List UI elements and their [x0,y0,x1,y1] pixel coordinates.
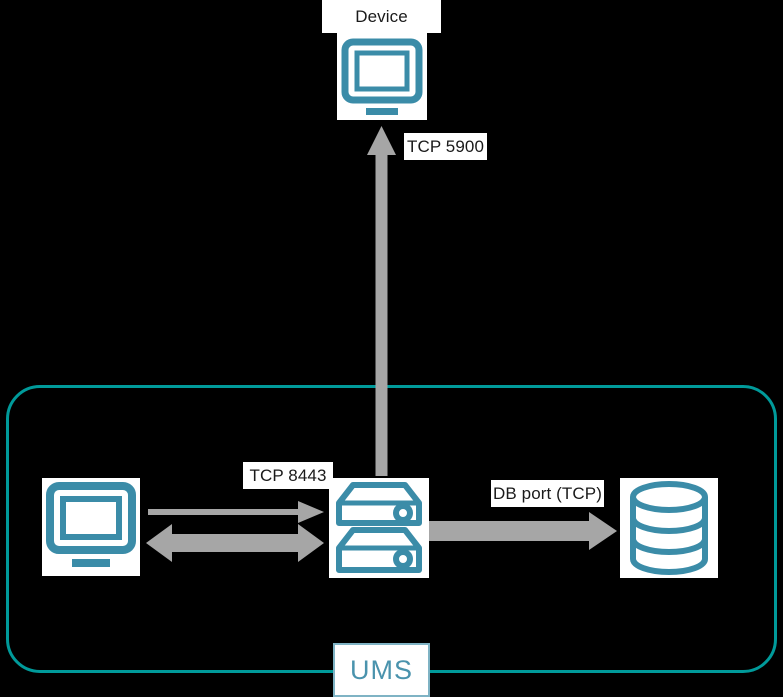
client-monitor-icon [42,478,140,576]
client-server-thin-arrow [148,501,324,523]
tcp-5900-label: TCP 5900 [404,133,487,160]
database-icon [620,478,718,578]
client-server-double-arrow [146,524,324,562]
ums-boundary-label: UMS [333,643,430,697]
device-connection-arrow [367,126,396,476]
server-icon [329,478,429,578]
server-database-arrow [429,512,617,550]
tcp-8443-label: TCP 8443 [243,462,333,489]
device-monitor-icon [337,32,427,120]
db-port-label: DB port (TCP) [491,480,604,507]
device-label: Device [322,0,441,33]
